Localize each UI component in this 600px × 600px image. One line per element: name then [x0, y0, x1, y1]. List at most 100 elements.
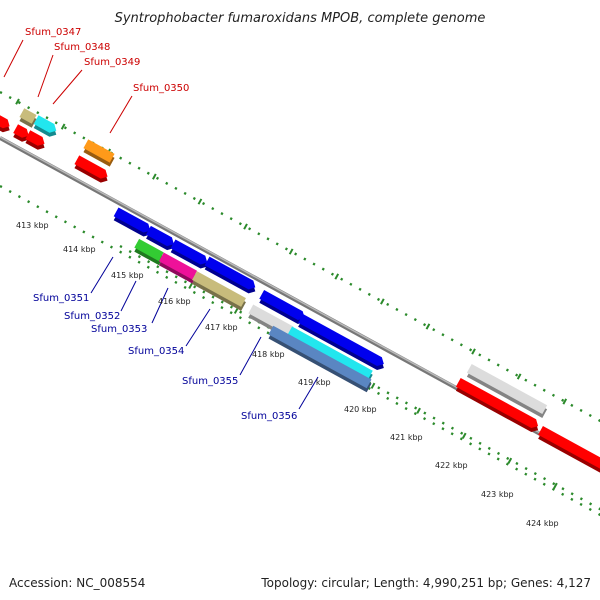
tick-mark: [211, 301, 215, 305]
tick-mark: [459, 437, 463, 441]
tick-mark: [505, 368, 509, 372]
major-tick-mark: [370, 382, 376, 389]
tick-mark: [589, 502, 593, 506]
tick-mark: [119, 156, 123, 160]
tick-mark: [238, 222, 242, 226]
tick-mark: [404, 312, 408, 317]
feature-face: [248, 304, 294, 336]
tick-mark: [248, 321, 252, 325]
tick-mark: [588, 507, 592, 512]
label-leader-line: [90, 256, 114, 294]
gene-feature-red: [25, 130, 45, 150]
tick-mark: [542, 477, 547, 481]
tick-mark: [505, 462, 509, 466]
tick-mark: [423, 411, 427, 415]
gene-label-sfum-0351[interactable]: Sfum_0351: [33, 293, 89, 304]
gene-feature-blue: [170, 239, 208, 269]
gene-label-sfum-0352[interactable]: Sfum_0352: [64, 311, 120, 322]
major-tick-mark: [553, 482, 558, 489]
tick-mark: [109, 245, 114, 249]
feature-face: [538, 425, 600, 469]
tick-mark: [128, 249, 132, 254]
scale-label: 423 kbp: [481, 490, 514, 499]
tick-mark: [469, 442, 473, 446]
gene-label-sfum-0353[interactable]: Sfum_0353: [91, 324, 147, 335]
gene-label-sfum-0349[interactable]: Sfum_0349: [84, 57, 140, 68]
gene-label-sfum-0348[interactable]: Sfum_0348: [54, 42, 110, 53]
gene-feature-blue: [298, 313, 384, 371]
tick-mark: [579, 497, 583, 501]
tick-mark: [395, 396, 399, 400]
major-tick-mark: [380, 298, 385, 305]
tick-mark: [165, 181, 169, 185]
tick-mark: [257, 326, 261, 330]
tick-mark: [515, 373, 519, 377]
tick-mark: [441, 427, 445, 431]
label-leader-line: [37, 54, 54, 98]
tick-mark: [561, 487, 565, 491]
tick-mark: [192, 196, 196, 201]
feature-face: [287, 326, 373, 380]
feature-face: [33, 115, 57, 133]
major-tick-mark: [516, 373, 522, 380]
tick-mark: [404, 401, 408, 405]
tick-mark: [330, 272, 334, 276]
tick-mark: [395, 307, 399, 312]
tick-mark: [441, 333, 445, 337]
bottom-gene-labels: Sfum_0351 Sfum_0352 Sfum_0353 Sfum_0354 …: [33, 293, 297, 422]
tick-mark: [156, 265, 160, 269]
tick-mark: [321, 267, 325, 271]
scale-label: 413 kbp: [16, 221, 49, 230]
tick-mark: [450, 338, 454, 342]
feature-face: [455, 377, 539, 429]
feature-face: [25, 130, 45, 146]
tick-mark: [340, 277, 344, 281]
gene-label-sfum-0356[interactable]: Sfum_0356: [241, 411, 297, 422]
tick-mark: [524, 472, 528, 476]
tick-mark: [174, 186, 178, 190]
top-gene-labels: Sfum_0347 Sfum_0348 Sfum_0349 Sfum_0350: [25, 27, 189, 94]
feature-face: [158, 252, 198, 280]
tick-mark: [100, 240, 104, 244]
feature-face: [74, 155, 108, 179]
tick-mark: [128, 255, 132, 259]
gene-feature-sfum-0353: [192, 271, 246, 311]
gene-feature-light: [466, 363, 548, 419]
tick-mark: [174, 280, 178, 284]
tick-mark: [202, 201, 206, 206]
tick-mark: [155, 270, 160, 274]
tick-mark: [183, 280, 187, 284]
tick-mark: [229, 217, 233, 221]
tick-mark: [579, 408, 583, 413]
tick-mark: [45, 116, 49, 120]
tick-mark: [183, 191, 187, 196]
tick-mark: [137, 255, 141, 259]
gene-label-sfum-0347[interactable]: Sfum_0347: [25, 27, 81, 38]
tick-mark: [54, 215, 58, 219]
gene-label-sfum-0355[interactable]: Sfum_0355: [182, 376, 238, 387]
gene-feature-blue: [204, 256, 256, 294]
tick-mark: [533, 477, 537, 481]
tick-mark: [413, 412, 417, 416]
tick-mark: [27, 106, 31, 110]
tick-mark: [202, 295, 206, 300]
tick-mark: [147, 260, 151, 264]
tick-mark: [174, 275, 178, 279]
tick-mark: [432, 416, 436, 420]
gene-label-sfum-0350[interactable]: Sfum_0350: [133, 83, 189, 94]
major-tick-mark: [562, 398, 568, 405]
major-tick-mark: [288, 248, 294, 255]
major-tick-mark: [507, 457, 513, 464]
gene-label-sfum-0354[interactable]: Sfum_0354: [128, 346, 184, 357]
major-tick-mark: [188, 282, 193, 289]
tick-mark: [469, 436, 473, 440]
label-leader-line: [52, 69, 83, 105]
feature-face: [298, 313, 384, 367]
tick-mark: [119, 250, 123, 254]
tick-mark: [450, 432, 454, 436]
feature-face: [83, 139, 115, 163]
tick-mark: [248, 227, 252, 231]
tick-mark: [82, 230, 86, 234]
feature-face: [204, 256, 256, 290]
tick-mark: [312, 262, 316, 266]
